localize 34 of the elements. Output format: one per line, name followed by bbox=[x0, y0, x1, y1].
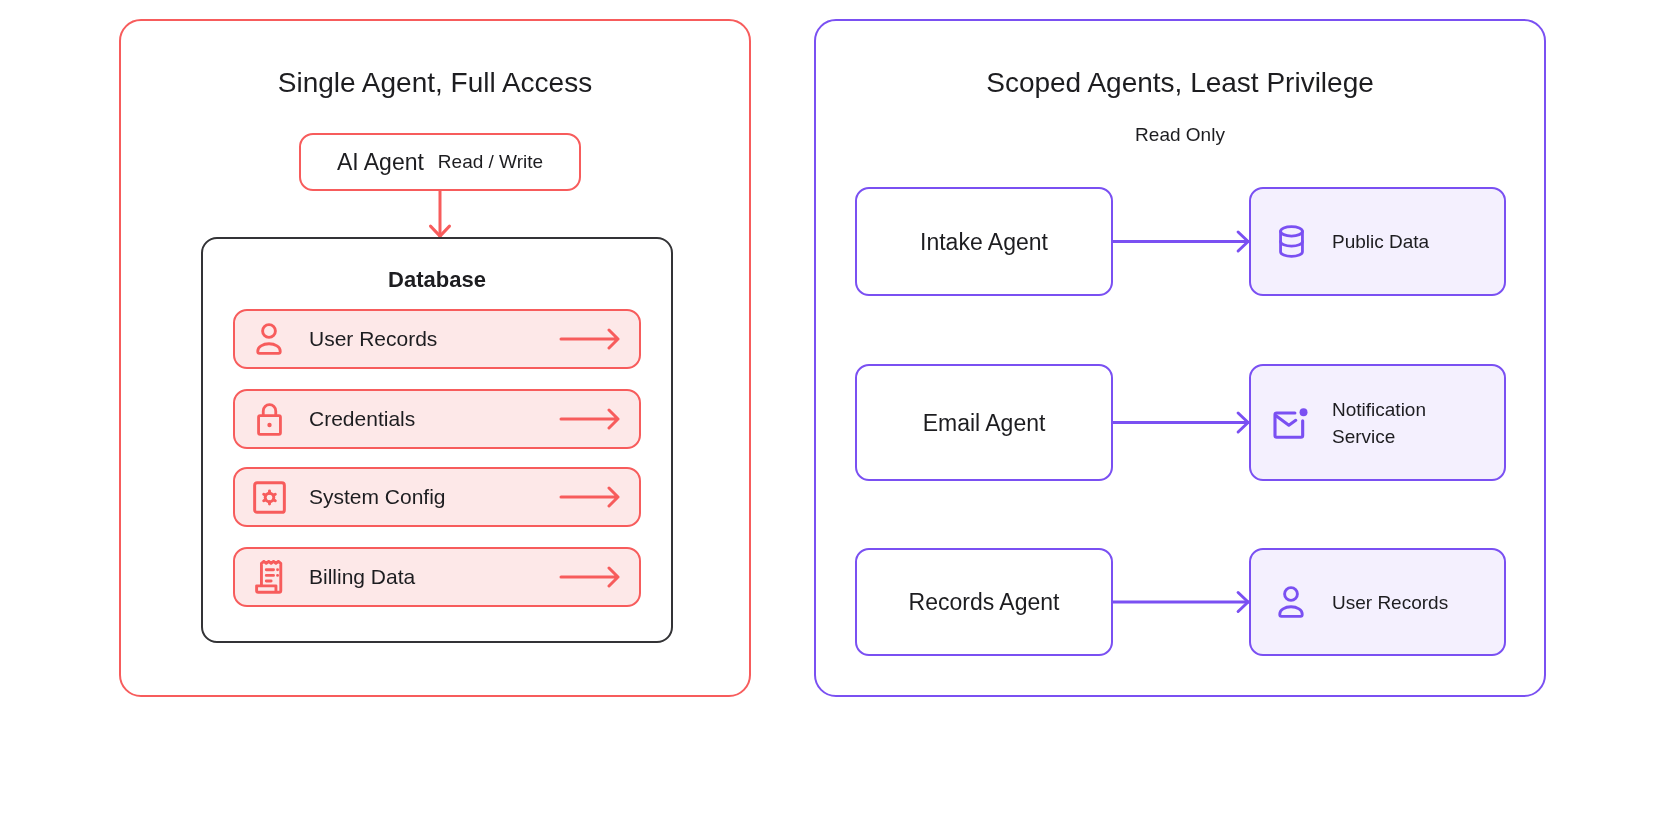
arrow bbox=[1113, 411, 1250, 434]
arrow bbox=[429, 191, 451, 238]
data-row bbox=[233, 309, 641, 369]
comparison-panel bbox=[119, 19, 751, 697]
comparison-panel bbox=[814, 19, 1546, 697]
resource-box bbox=[1249, 548, 1506, 656]
row-label: Billing Data bbox=[309, 564, 416, 590]
agent-box bbox=[855, 364, 1113, 481]
agent-name: Email Agent bbox=[922, 408, 1046, 438]
row-label: Credentials bbox=[309, 406, 416, 432]
data-row bbox=[233, 389, 641, 449]
agent-box bbox=[299, 133, 581, 191]
row-label: User Records bbox=[309, 326, 438, 352]
agent-box bbox=[855, 548, 1113, 656]
resource-label: Notification Service bbox=[1332, 397, 1427, 449]
arrow bbox=[1113, 591, 1250, 613]
access-label: Read / Write bbox=[437, 150, 544, 174]
database-container bbox=[201, 237, 673, 643]
row-label: System Config bbox=[309, 484, 446, 510]
resource-label: Public Data bbox=[1332, 230, 1430, 254]
agent-name: Records Agent bbox=[908, 588, 1060, 617]
arrow bbox=[1113, 230, 1250, 253]
agent-name: AI Agent bbox=[336, 148, 424, 177]
database-title: Database bbox=[388, 266, 486, 294]
panel-title: Scoped Agents, Least Privilege bbox=[986, 66, 1374, 100]
resource-box bbox=[1249, 364, 1506, 481]
panel-subtitle: Read Only bbox=[1135, 123, 1225, 147]
resource-label: User Records bbox=[1332, 590, 1449, 615]
agent-name: Intake Agent bbox=[920, 227, 1048, 257]
panel-title: Single Agent, Full Access bbox=[277, 66, 593, 100]
resource-box bbox=[1249, 187, 1506, 296]
data-row bbox=[233, 547, 641, 607]
agent-box bbox=[855, 187, 1113, 296]
data-row bbox=[233, 467, 641, 527]
